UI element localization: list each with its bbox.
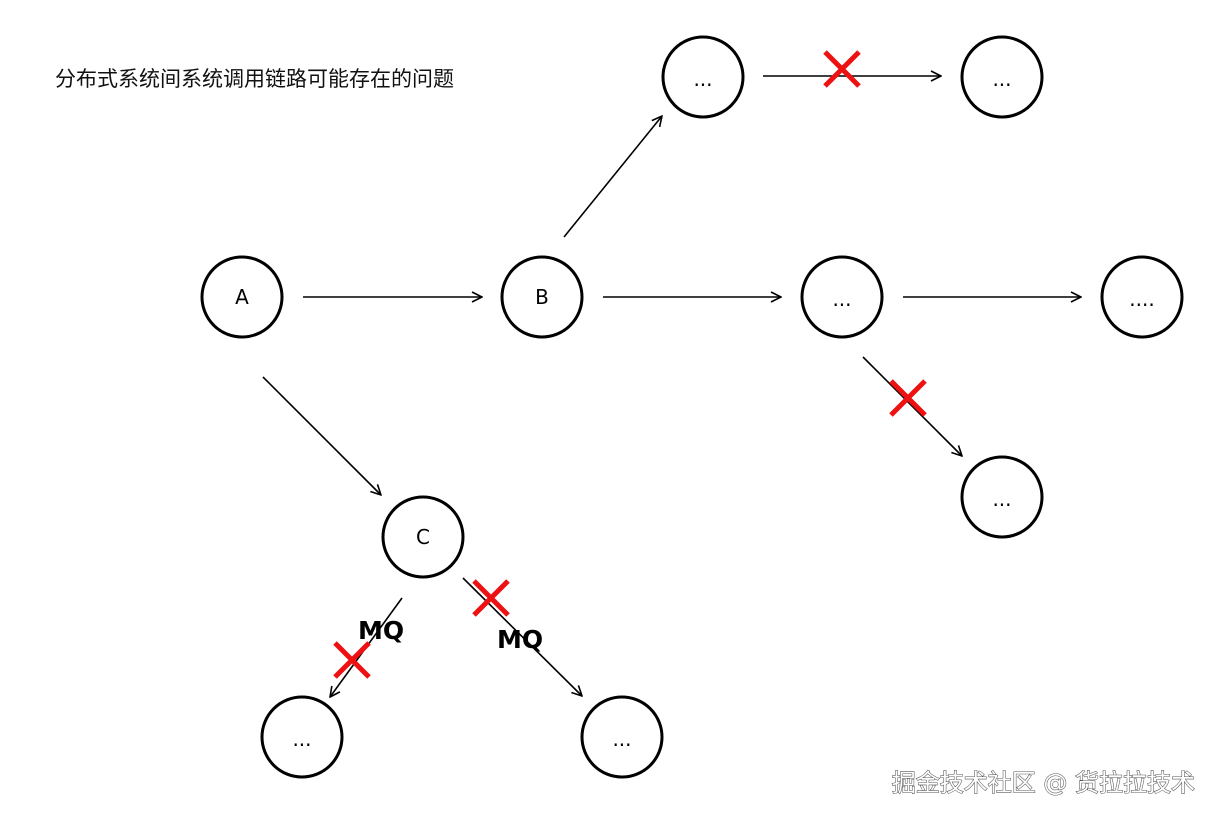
node-label: ... — [832, 287, 851, 311]
node-c1: ... — [260, 695, 344, 779]
node-b2a: .... — [1100, 255, 1184, 339]
node-b2x: ... — [960, 455, 1044, 539]
node-b2: ... — [800, 255, 884, 339]
node-label: ... — [992, 67, 1011, 91]
node-b1: ... — [661, 35, 745, 119]
node-label: ... — [292, 727, 311, 751]
edge-label-c-c2: MQ — [497, 625, 543, 654]
edge-b2-b2x — [862, 356, 962, 456]
edge-label-c-c1: MQ — [358, 616, 404, 645]
node-label: B — [535, 285, 549, 309]
node-label: A — [235, 285, 249, 309]
diagram-title: 分布式系统间系统调用链路可能存在的问题 — [55, 67, 454, 91]
watermark: 掘金技术社区 @ 货拉拉技术 — [892, 769, 1195, 797]
edge-a-c — [262, 376, 381, 495]
blocked-cross-icon — [472, 579, 510, 617]
blocked-cross-icon — [823, 50, 861, 88]
node-a: A — [200, 255, 284, 339]
blocked-cross-icon — [333, 641, 371, 679]
edge-c-c2 — [462, 577, 582, 696]
node-label: .... — [1129, 287, 1154, 311]
edge-b-b1 — [563, 116, 662, 238]
node-label: ... — [693, 67, 712, 91]
node-c: C — [381, 495, 465, 579]
node-label: ... — [992, 487, 1011, 511]
blocked-cross-icon — [889, 379, 927, 417]
node-b1x: ... — [960, 35, 1044, 119]
node-c2: ... — [580, 695, 664, 779]
node-label: ... — [612, 727, 631, 751]
node-b: B — [500, 255, 584, 339]
node-label: C — [416, 525, 430, 549]
